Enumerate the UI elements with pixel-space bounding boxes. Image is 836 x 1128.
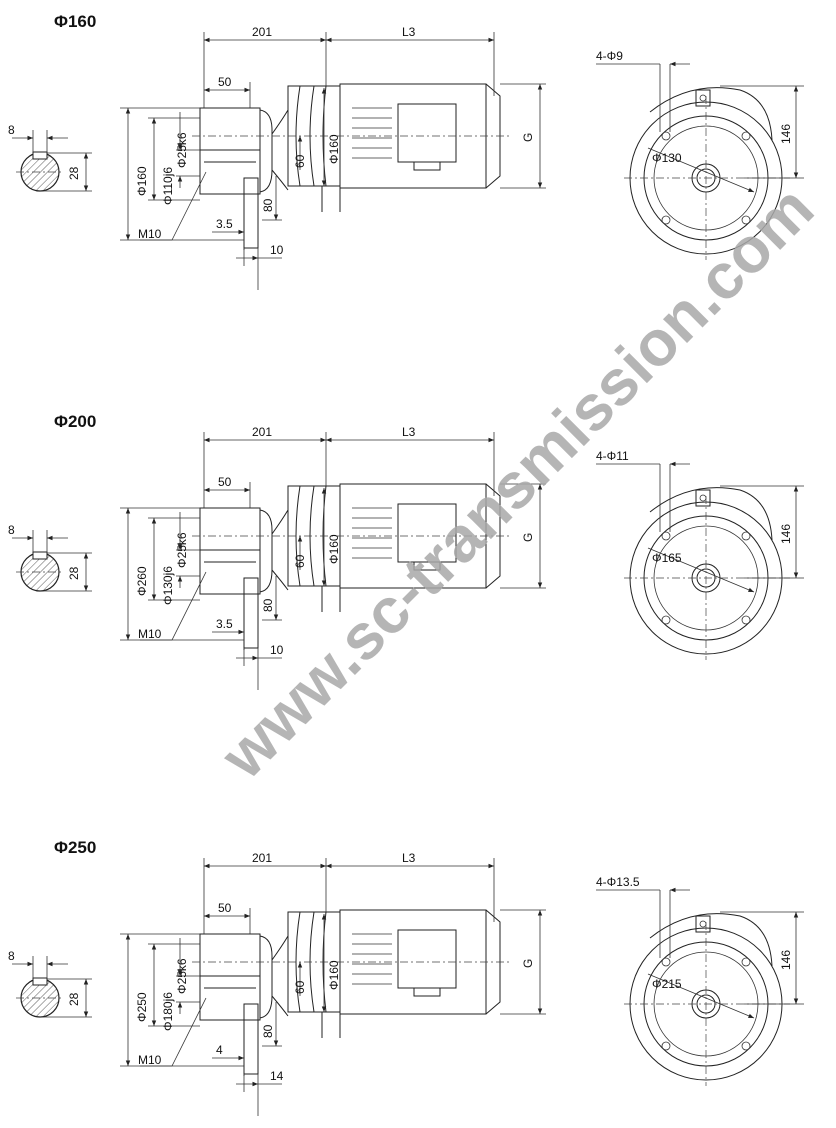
key-cross-section: 8 28 xyxy=(8,123,92,192)
dim-flange-off: 10 xyxy=(270,643,284,657)
variant-title: Φ250 xyxy=(54,838,96,857)
dim-spigot-dia: Φ110j6 xyxy=(161,167,175,205)
dim-pcd: Φ130 xyxy=(652,151,682,165)
dim-center-height: 60 xyxy=(293,554,307,568)
dim-shaft-len: 50 xyxy=(218,475,232,489)
dim-key-h: 28 xyxy=(67,992,81,1006)
dim-side-h: 146 xyxy=(779,124,793,144)
key-cross-section: 8 28 xyxy=(8,949,92,1018)
variants-container: Φ160 8 28 xyxy=(8,12,804,1116)
dim-flange-dia: Φ250 xyxy=(135,992,149,1022)
dim-motor-dia: Φ160 xyxy=(327,534,341,564)
dim-flange-off: 14 xyxy=(270,1069,284,1083)
dim-flange-drop: 80 xyxy=(261,598,275,612)
flange-end-view: Φ165 4-Φ11 146 xyxy=(596,449,804,660)
dim-total-gear: 201 xyxy=(252,851,272,865)
flange-end-view: Φ215 4-Φ13.5 146 xyxy=(596,875,804,1086)
dim-motor-g: G xyxy=(521,133,535,142)
variant-title: Φ160 xyxy=(54,12,96,31)
dim-shaft-len: 50 xyxy=(218,901,232,915)
dim-flange-thk: 3.5 xyxy=(216,217,233,231)
dim-motor-len: L3 xyxy=(402,851,416,865)
dim-shaft-len: 50 xyxy=(218,75,232,89)
dim-holes: 4-Φ11 xyxy=(596,449,629,463)
dim-center-height: 60 xyxy=(293,154,307,168)
dim-motor-g: G xyxy=(521,533,535,542)
dim-total-gear: 201 xyxy=(252,25,272,39)
dim-key-w: 8 xyxy=(8,523,15,537)
dim-spigot-dia: Φ180j6 xyxy=(161,992,175,1031)
dim-key-w: 8 xyxy=(8,123,15,137)
dim-shaft-dia: Φ25k6 xyxy=(175,532,189,568)
key-cross-section: 8 28 xyxy=(8,523,92,592)
dim-holes: 4-Φ9 xyxy=(596,49,623,63)
dim-motor-len: L3 xyxy=(402,25,416,39)
dim-motor-len: L3 xyxy=(402,425,416,439)
variant-3: Φ250 8 28 xyxy=(8,838,804,1116)
dim-side-h: 146 xyxy=(779,950,793,970)
dim-spigot-dia: Φ130j6 xyxy=(161,566,175,605)
gear-motor-side-view: 201 L3 50 Φ160 Φ110j6 Φ25k6 xyxy=(120,25,546,290)
dim-shaft-dia: Φ25k6 xyxy=(175,958,189,994)
dim-flange-dia: Φ160 xyxy=(135,166,149,196)
dim-motor-dia: Φ160 xyxy=(327,960,341,990)
dim-thread: M10 xyxy=(138,1053,162,1067)
dim-side-h: 146 xyxy=(779,524,793,544)
dim-motor-dia: Φ160 xyxy=(327,134,341,164)
dim-pcd: Φ165 xyxy=(652,551,682,565)
gear-motor-side-view: 201 L3 50 Φ260 Φ130j6 Φ25k6 xyxy=(120,425,546,690)
watermark: www.sc-transmission.com xyxy=(206,172,827,793)
dim-center-height: 60 xyxy=(293,980,307,994)
dim-key-h: 28 xyxy=(67,166,81,180)
gear-motor-side-view: 201 L3 50 Φ250 Φ180j6 Φ25k6 xyxy=(120,851,546,1116)
dim-shaft-dia: Φ25k6 xyxy=(175,132,189,168)
dim-flange-dia: Φ260 xyxy=(135,566,149,596)
dim-key-w: 8 xyxy=(8,949,15,963)
dim-flange-off: 10 xyxy=(270,243,284,257)
dim-thread: M10 xyxy=(138,627,162,641)
dim-flange-thk: 4 xyxy=(216,1043,223,1057)
dim-motor-g: G xyxy=(521,959,535,968)
dim-flange-thk: 3.5 xyxy=(216,617,233,631)
dim-key-h: 28 xyxy=(67,566,81,580)
variant-title: Φ200 xyxy=(54,412,96,431)
dim-thread: M10 xyxy=(138,227,162,241)
dim-total-gear: 201 xyxy=(252,425,272,439)
variant-2: Φ200 8 28 xyxy=(8,412,804,690)
dim-flange-drop: 80 xyxy=(261,1024,275,1038)
flange-end-view: Φ130 4-Φ9 146 xyxy=(596,49,804,260)
variant-1: Φ160 8 28 xyxy=(8,12,804,290)
dim-holes: 4-Φ13.5 xyxy=(596,875,640,889)
dim-flange-drop: 80 xyxy=(261,198,275,212)
dim-pcd: Φ215 xyxy=(652,977,682,991)
